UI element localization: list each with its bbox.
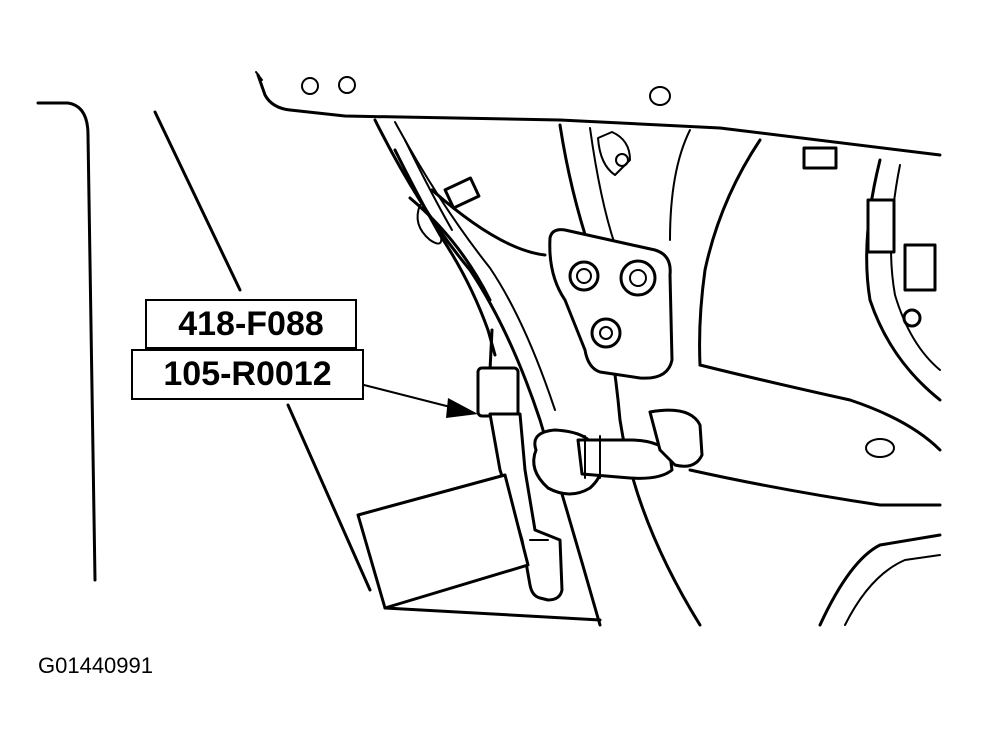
- wire-harness-2: [404, 139, 453, 231]
- pillar-left-inner: [394, 121, 556, 411]
- right-structure-edge-3: [669, 129, 691, 241]
- panel-edge-lower: [286, 403, 372, 592]
- floor-panel-step: [818, 533, 942, 627]
- body-hole: [338, 76, 356, 94]
- harness-loop: [416, 204, 443, 245]
- grommet-tube: [576, 438, 674, 480]
- harness-sleeve: [408, 196, 492, 302]
- leader-arrowhead: [446, 398, 478, 418]
- sensor-connector: [476, 366, 520, 418]
- bolt: [568, 260, 600, 292]
- right-bracket: [866, 198, 896, 254]
- wire-harness: [393, 148, 497, 357]
- tab-hole: [615, 153, 629, 167]
- bracket-plate: [548, 228, 674, 380]
- bolt-inner: [576, 268, 592, 284]
- body-hole: [301, 77, 319, 95]
- pillar-right-inner: [589, 127, 616, 246]
- bolt-inner: [629, 269, 647, 287]
- right-structure-edge: [698, 138, 762, 367]
- bolt: [619, 259, 657, 297]
- grommet-end: [648, 408, 704, 468]
- panel-edge-upper: [153, 110, 242, 292]
- right-connector: [802, 146, 838, 170]
- floor-hole: [865, 438, 895, 458]
- bolt: [590, 317, 622, 349]
- part-number-callout: 418-F088: [145, 299, 357, 349]
- harness-sleeve-2: [430, 188, 547, 257]
- right-bolt: [902, 308, 922, 328]
- grommet-clamp: [584, 435, 601, 479]
- sensor-body: [488, 412, 564, 602]
- sensor-wire: [488, 328, 494, 372]
- floor-panel-edge: [688, 468, 942, 507]
- body-top-inner: [255, 71, 263, 81]
- floor-panel-step-2: [844, 554, 941, 626]
- body-hole: [649, 86, 671, 106]
- figure-id-label: G01440991: [38, 653, 153, 678]
- right-plug: [903, 243, 937, 292]
- protective-pad: [356, 473, 530, 610]
- tool-number-callout: 105-R0012: [131, 349, 364, 400]
- panel-bottom: [383, 606, 602, 622]
- bracket-tab: [597, 131, 631, 176]
- right-structure-edge-2: [698, 363, 942, 452]
- left-panel-outline: [36, 101, 97, 582]
- harness-clip: [443, 176, 481, 210]
- bolt-inner: [599, 326, 613, 340]
- body-top-edge: [256, 73, 942, 157]
